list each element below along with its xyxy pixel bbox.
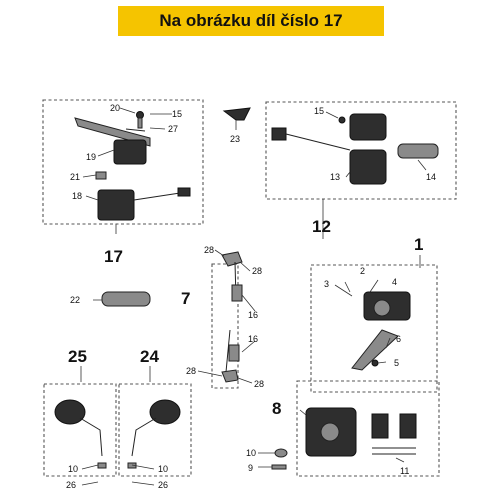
nut-5 — [371, 359, 379, 367]
mirror-25 — [54, 399, 107, 469]
spring-27 — [125, 128, 146, 132]
group-box-8 — [296, 380, 440, 477]
callout-22: 22 — [70, 295, 80, 305]
callout-3: 3 — [324, 279, 329, 289]
callout-13: 13 — [330, 172, 340, 182]
callout-21: 21 — [70, 172, 80, 182]
callout-10c: 10 — [158, 464, 168, 474]
screw-20-shank — [137, 117, 143, 129]
callout-14: 14 — [426, 172, 436, 182]
connector-13 — [271, 127, 287, 141]
mirror-head-25 — [54, 399, 86, 425]
group-label-1: 1 — [414, 235, 423, 254]
banner-text: Na obrázku díl číslo 17 — [159, 11, 343, 30]
mirror-24 — [127, 399, 181, 469]
mirror-stem-25 — [79, 417, 103, 457]
hose-fitting-16b — [228, 344, 240, 362]
caliper-assembly — [271, 407, 417, 470]
pad-springs — [372, 447, 416, 455]
callout-16a: 16 — [248, 310, 258, 320]
callout-28c: 28 — [186, 366, 196, 376]
banjo-28b — [221, 369, 239, 383]
throttle-grip-14 — [397, 143, 439, 159]
callout-28d: 28 — [254, 379, 264, 389]
callout-9: 9 — [248, 463, 253, 473]
callout-28b: 28 — [252, 266, 262, 276]
hose-fitting-16a — [231, 284, 243, 302]
brake-hose-assembly — [221, 251, 243, 383]
bushing-21 — [95, 171, 107, 180]
group-label-7: 7 — [181, 289, 190, 308]
group-label-8: 8 — [272, 399, 281, 418]
callout-28a: 28 — [204, 245, 214, 255]
group-box-12 — [265, 101, 457, 200]
hose-bottom — [225, 329, 231, 373]
brake-lever-6 — [351, 329, 399, 371]
group-box-7 — [211, 263, 239, 389]
group-box-25 — [43, 383, 117, 477]
switch-housing-18 — [97, 189, 135, 221]
group-box-17 — [42, 99, 204, 225]
callout-18: 18 — [72, 191, 82, 201]
callout-2: 2 — [360, 266, 365, 276]
callout-15b: 15 — [314, 106, 324, 116]
callout-27: 27 — [168, 124, 178, 134]
mirror-nut-25 — [97, 462, 107, 469]
banjo-28a — [221, 251, 243, 267]
callout-19: 19 — [86, 152, 96, 162]
mirror-stem-24 — [131, 417, 157, 457]
right-switch-assembly — [271, 113, 439, 185]
group-label-12: 12 — [312, 217, 331, 236]
mirror-head-24 — [149, 399, 181, 425]
screw-15b — [338, 116, 346, 124]
throttle-housing — [349, 113, 387, 141]
callout-20: 20 — [110, 103, 120, 113]
brake-lever-19 — [74, 117, 151, 147]
switch-housing-13 — [349, 149, 387, 185]
callout-16b: 16 — [248, 334, 258, 344]
screw-20 — [136, 111, 144, 119]
callout-15a: 15 — [172, 109, 182, 119]
callout-5: 5 — [394, 358, 399, 368]
reservoir-cap — [373, 299, 391, 317]
washer-10 — [274, 448, 288, 458]
switch-connector — [177, 187, 191, 197]
group-box-1 — [310, 264, 438, 393]
lever-bracket — [113, 139, 147, 165]
callout-26b: 26 — [158, 480, 168, 490]
left-switch-assembly — [74, 111, 191, 221]
clip-23 — [222, 107, 251, 121]
caliper-piston — [320, 422, 340, 442]
master-cylinder-assembly — [351, 291, 411, 371]
callout-10b: 10 — [68, 464, 78, 474]
group-label-17: 17 — [104, 247, 123, 266]
callout-23: 23 — [230, 134, 240, 144]
pad-left-11 — [371, 413, 389, 439]
group-label-25: 25 — [68, 347, 87, 366]
callout-11: 11 — [400, 466, 409, 476]
leader-lines — [80, 107, 427, 486]
callout-4: 4 — [392, 277, 397, 287]
switch-cable — [133, 192, 181, 201]
title-banner: Na obrázku díl číslo 17 — [118, 6, 384, 36]
callout-26a: 26 — [66, 480, 76, 490]
grip-22 — [101, 291, 151, 307]
pad-right-11 — [399, 413, 417, 439]
group-box-24 — [118, 383, 192, 477]
switch-wire — [285, 133, 351, 151]
callout-6: 6 — [396, 334, 401, 344]
bolt-9 — [271, 464, 287, 470]
group-label-24: 24 — [140, 347, 159, 366]
callout-10a: 10 — [246, 448, 256, 458]
